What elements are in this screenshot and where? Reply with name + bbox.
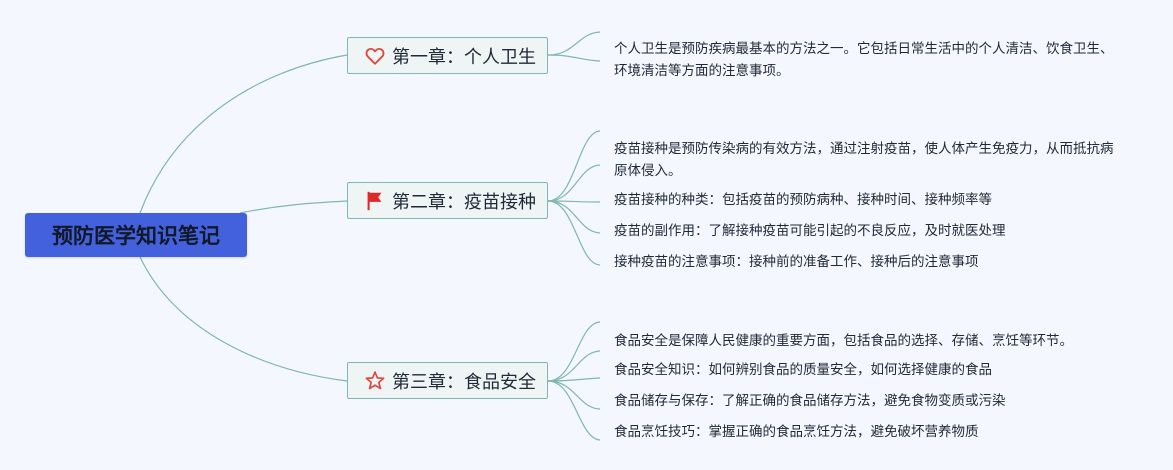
chapter-3-note-1[interactable]: 食品安全是保障人民健康的重要方面，包括食品的选择、存储、烹饪等环节。	[614, 333, 1073, 349]
chapter-2-note-2[interactable]: 疫苗接种的种类：包括疫苗的预防病种、接种时间、接种频率等	[614, 192, 992, 208]
chapter-1-note-1[interactable]: 个人卫生是预防疾病最基本的方法之一。它包括日常生活中的个人清洁、饮食卫生、环境清…	[614, 41, 1114, 79]
chapter-2-note-4[interactable]: 接种疫苗的注意事项：接种前的准备工作、接种后的注意事项	[614, 254, 979, 270]
connector-ch3-note-1b	[547, 350, 601, 382]
chapter-2-note-1[interactable]: 疫苗接种是预防传染病的有效方法，通过注射疫苗，使人体产生免疫力，从而抵抗病原体侵…	[614, 141, 1114, 179]
chapter-3-note-4[interactable]: 食品烹饪技巧：掌握正确的食品烹饪方法，避免破坏营养物质	[614, 424, 979, 440]
chapter-2-note-3[interactable]: 疫苗的副作用：了解接种疫苗可能引起的不良反应，及时就医处理	[614, 223, 1006, 239]
connector-ch2-note-4	[547, 200, 601, 266]
root-topic[interactable]: 预防医学知识笔记	[25, 213, 247, 257]
chapter-2-topic[interactable]: 第二章：疫苗接种	[347, 182, 548, 219]
connector-root-chapter-1	[139, 54, 348, 214]
chapter-2-title: 第二章：疫苗接种	[392, 191, 536, 213]
connector-ch1-note-1	[547, 31, 601, 56]
connector-root-chapter-3	[139, 256, 348, 382]
heart-icon	[364, 45, 386, 67]
connector-ch1-note-1b	[547, 54, 601, 62]
connector-ch2-note-1b	[547, 164, 601, 202]
connector-ch3-note-1	[547, 321, 601, 382]
chapter-1-topic[interactable]: 第一章：个人卫生	[347, 37, 548, 74]
chapter-1-title: 第一章：个人卫生	[392, 46, 536, 68]
flag-icon	[364, 190, 386, 212]
chapter-3-title: 第三章：食品安全	[392, 371, 536, 393]
star-icon	[364, 370, 386, 392]
connector-ch3-note-4	[547, 380, 601, 441]
connector-ch2-note-1	[547, 130, 601, 202]
chapter-3-note-3[interactable]: 食品储存与保存：了解正确的食品储存方法，避免食物变质或污染	[614, 393, 1006, 409]
chapter-3-note-2[interactable]: 食品安全知识：如何辨别食品的质量安全，如何选择健康的食品	[614, 362, 992, 378]
connector-root-chapter-2	[239, 200, 348, 214]
root-topic-title: 预防医学知识笔记	[52, 224, 220, 248]
chapter-3-topic[interactable]: 第三章：食品安全	[347, 362, 548, 399]
